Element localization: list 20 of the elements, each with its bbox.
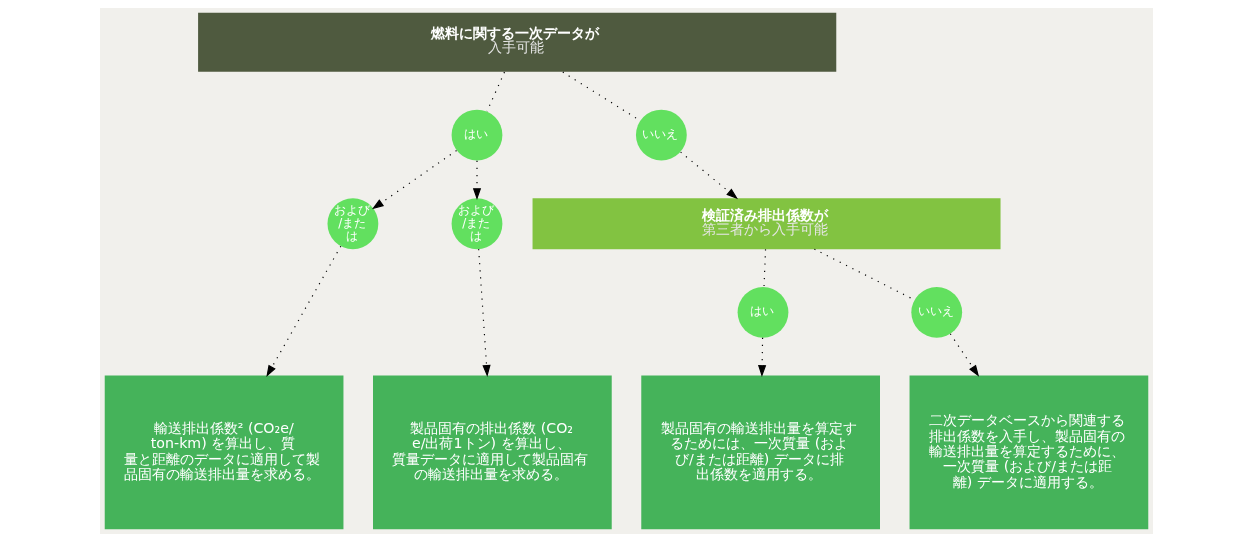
node-circle: はい (451, 109, 502, 161)
arrow (472, 160, 481, 201)
node-circle: および/または (327, 198, 378, 250)
node-box: 製品固有の輸送排出量を算定するためには、一次質量 (および/または距離) データに排出係数を適用する。 (640, 375, 880, 530)
node-circle: いいえ (635, 109, 687, 161)
node-box: 二次データベースから関連する排出係数を入手し、製品固有の輸送排出量を算定するために、一次質量 (および/または距離) データに適用する。 (909, 375, 1148, 530)
arrow (949, 333, 979, 377)
node-circle: および/または (451, 198, 502, 250)
node-box: 製品固有の排出係数 (CO₂e/出荷1トン) を算出し、質量データに適用して製品固有の輸送排出量を求める。 (372, 375, 612, 530)
node-box: 輸送排出係数² (CO₂e/ton-km) を算出し、質量と距離のデータに適用して製品固有の輸送排出量を求める。 (104, 375, 343, 530)
node-box: 検証済み排出係数が 第三者から入手可能 (532, 198, 1001, 250)
arrow (265, 245, 341, 378)
arrow (477, 248, 491, 377)
node-circle: いいえ (910, 286, 962, 338)
arrow (371, 149, 457, 210)
node-box: 燃料に関する一次データが 入手可能 (197, 12, 836, 72)
connector (762, 248, 766, 288)
arrow (679, 151, 738, 200)
arrow (757, 337, 766, 377)
node-circle: はい (737, 286, 788, 338)
